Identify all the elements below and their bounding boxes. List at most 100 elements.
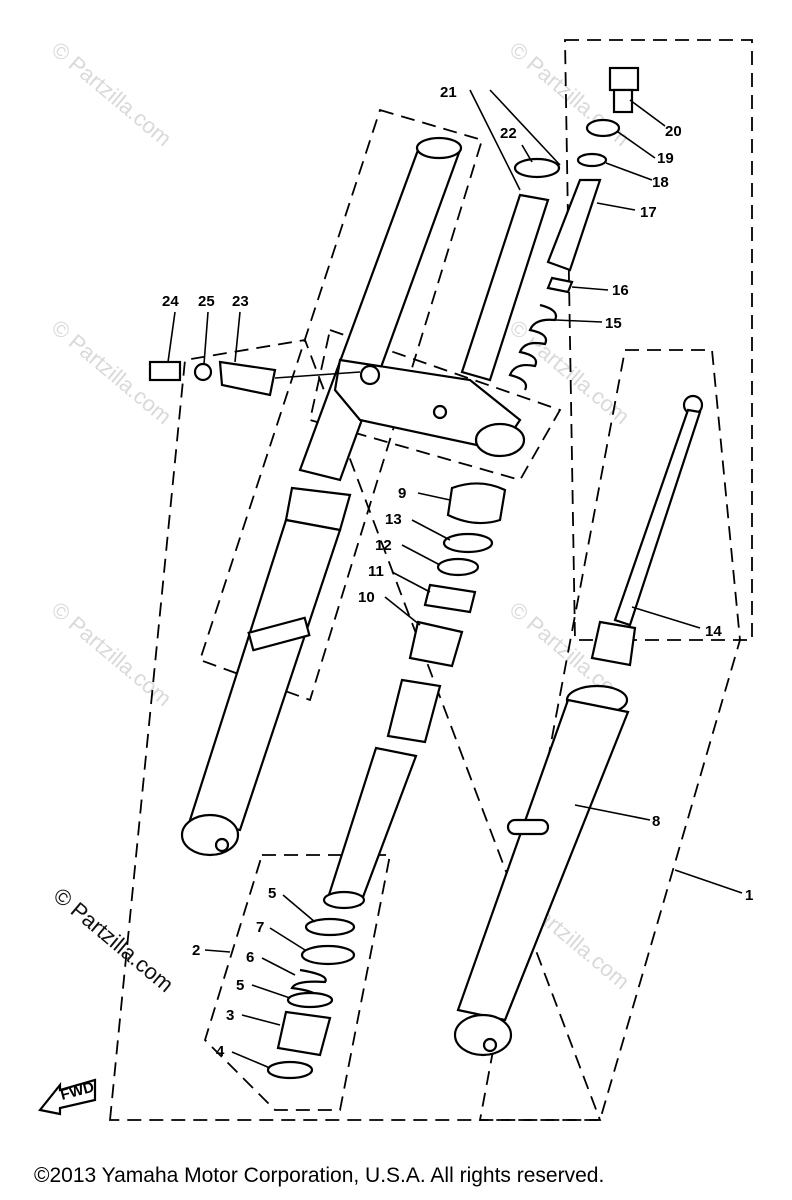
outline-outer-tube-group — [109, 338, 602, 1121]
callout-23: 23 — [232, 293, 249, 310]
leader-18 — [605, 162, 653, 181]
outer-tube-lug — [506, 818, 550, 836]
leader-10 — [384, 596, 421, 626]
outer-tube-8 — [456, 698, 630, 1022]
leader-14 — [631, 606, 701, 629]
bolt-24 — [148, 360, 182, 382]
left-axle-boss — [180, 813, 240, 857]
leader-19 — [617, 131, 656, 159]
spring-15 — [508, 303, 558, 391]
stem-nut-22 — [513, 157, 561, 179]
clamp-23 — [218, 360, 277, 397]
leader-7 — [269, 927, 306, 951]
callout-8: 8 — [652, 813, 660, 830]
bracket-clamp-right — [474, 422, 526, 458]
leader-20 — [629, 99, 666, 127]
callout-21: 21 — [440, 84, 457, 101]
leader-12 — [401, 544, 441, 566]
clamp-hardware — [148, 360, 361, 397]
leader-11 — [391, 571, 431, 593]
callout-7: 7 — [256, 919, 264, 936]
callout-12: 12 — [375, 537, 392, 554]
spring-seat-16 — [546, 276, 574, 294]
washer-7 — [300, 944, 356, 966]
cap-bolt-shank — [612, 88, 634, 114]
leader-2 — [204, 949, 231, 953]
steering-assembly — [333, 157, 561, 458]
leader-9 — [417, 492, 451, 501]
copyright-notice: ©2013 Yamaha Motor Corporation, U.S.A. A… — [34, 1164, 605, 1187]
leader-15 — [555, 319, 603, 323]
left-fender-mount — [247, 616, 311, 652]
steering-stem — [460, 193, 550, 382]
leader-16 — [571, 286, 609, 291]
fork-seat-14 — [590, 620, 637, 667]
fwd-arrow-icon — [38, 1078, 97, 1116]
leader-6 — [261, 957, 296, 976]
left-tube-top-cap — [415, 136, 463, 160]
part-callouts: 21 22 20 19 18 17 16 15 24 25 23 9 13 12… — [162, 84, 753, 1060]
leader-3 — [241, 1014, 281, 1026]
leader-5a — [282, 894, 316, 923]
outline-damper-group — [203, 854, 392, 1111]
leader-8 — [574, 804, 651, 821]
outer-tube-axle-hole — [482, 1037, 498, 1053]
washer-25 — [193, 362, 213, 382]
callout-20: 20 — [665, 123, 682, 140]
callout-14: 14 — [705, 623, 722, 640]
watermark: © Partzilla.com — [47, 37, 177, 151]
callout-6: 6 — [246, 949, 254, 966]
callout-25: 25 — [198, 293, 215, 310]
callout-10: 10 — [358, 589, 375, 606]
cap-bolt-head — [608, 66, 640, 92]
watermark: © Partzilla.com — [47, 597, 177, 711]
ring-4 — [266, 1060, 314, 1080]
right-fork-assembly — [453, 394, 704, 1057]
leader-23 — [234, 311, 241, 363]
leader-24 — [167, 311, 176, 363]
left-axle-hole — [214, 837, 230, 853]
piston-3 — [276, 1010, 332, 1057]
seal-13 — [442, 532, 494, 554]
bracket-hole — [432, 404, 448, 420]
bearing-stack — [322, 482, 507, 910]
fork-inner-tube-14 — [613, 408, 702, 627]
leader-25 — [203, 311, 209, 365]
callout-13: 13 — [385, 511, 402, 528]
callout-5a: 5 — [268, 885, 276, 902]
leader-21b — [489, 89, 561, 166]
callout-2: 2 — [192, 942, 200, 959]
spacer-17 — [546, 178, 602, 272]
leader-17 — [596, 202, 636, 211]
callout-19: 19 — [657, 150, 674, 167]
watermark-dark: © Partzilla.com — [49, 883, 179, 997]
callout-3: 3 — [226, 1007, 234, 1024]
callout-9: 9 — [398, 485, 406, 502]
callout-22: 22 — [500, 125, 517, 142]
ring-12 — [436, 557, 480, 577]
damper-internals — [266, 917, 356, 1080]
callout-15: 15 — [605, 315, 622, 332]
damper-rod — [326, 746, 418, 907]
outline-steering-group — [308, 328, 562, 482]
bearing-11 — [423, 583, 477, 614]
damper-rod-end — [322, 890, 366, 910]
outer-tube-axle-8 — [453, 1013, 513, 1057]
callout-1: 1 — [745, 887, 753, 904]
bearing-race-9 — [446, 482, 507, 525]
collar-10 — [408, 620, 464, 668]
ring-5a — [304, 917, 356, 937]
leader-lines — [167, 89, 743, 1069]
callout-11: 11 — [368, 563, 384, 580]
callout-24: 24 — [162, 293, 179, 310]
leader-1 — [674, 869, 743, 894]
clamp-leader — [274, 371, 361, 379]
callout-4: 4 — [216, 1043, 225, 1060]
callout-18: 18 — [652, 174, 669, 191]
left-outer-tube — [188, 518, 342, 832]
fwd-badge: FWD — [38, 1078, 97, 1116]
leader-22 — [521, 144, 533, 163]
outline-left-fork-group — [198, 108, 484, 702]
bracket-bolt-hole-left — [359, 364, 381, 386]
